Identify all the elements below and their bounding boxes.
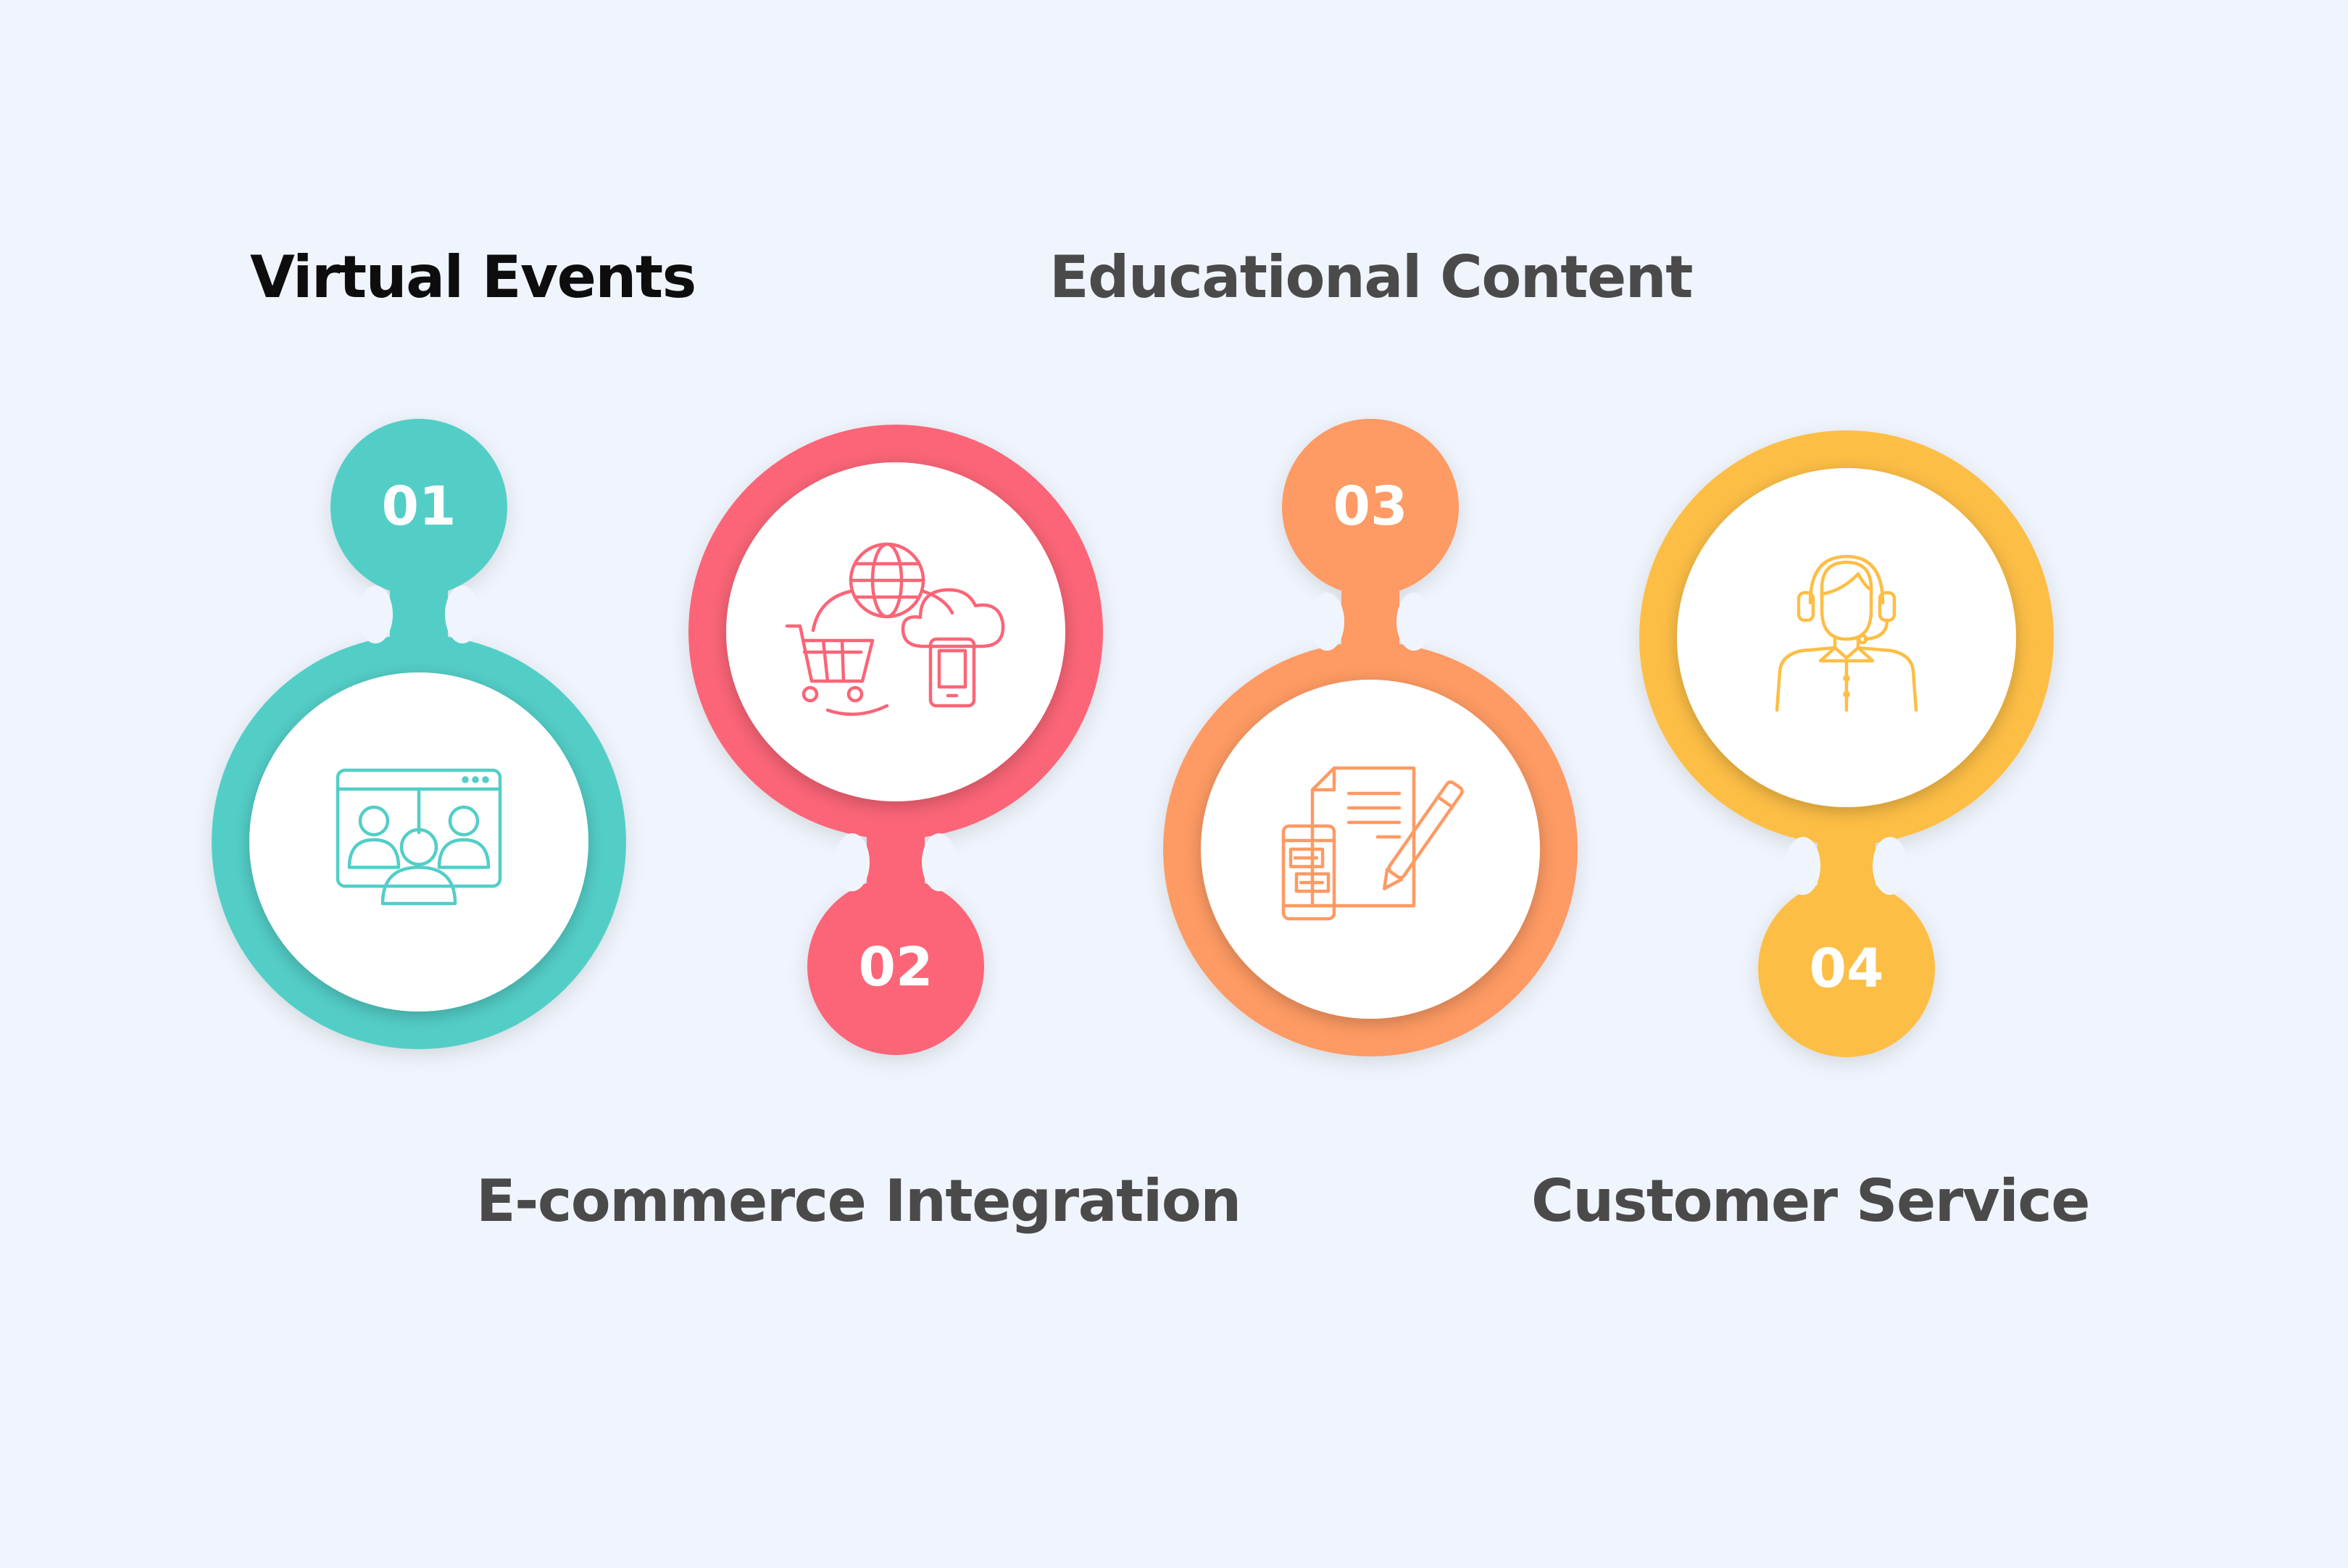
documents-pen-icon	[1281, 766, 1464, 921]
step-2-number: 02	[859, 936, 933, 998]
step-2-neck-notch-left	[835, 833, 870, 891]
step-4-neck-notch-left	[1786, 837, 1820, 895]
step-3-title: Educational Content	[1049, 243, 1693, 311]
step-1-title: Virtual Events	[250, 243, 696, 311]
step-2: 02	[688, 425, 1103, 1055]
step-1-inner-circle	[249, 672, 588, 1012]
step-2-neck-notch-right	[922, 833, 957, 891]
step-3-neck-notch-right	[1396, 593, 1431, 651]
step-3-neck-notch-left	[1310, 593, 1344, 651]
step-4-neck-notch-right	[1873, 837, 1907, 895]
step-1-neck-notch-right	[445, 585, 480, 643]
step-2-title: E-commerce Integration	[476, 1167, 1241, 1235]
step-4-title: Customer Service	[1531, 1167, 2090, 1235]
step-1-number: 01	[382, 475, 457, 538]
step-2-inner-circle	[726, 462, 1065, 801]
step-3-number: 03	[1333, 475, 1408, 538]
step-3: 03	[1163, 419, 1578, 1056]
step-3-inner-circle	[1201, 680, 1540, 1019]
step-1: 01	[212, 419, 626, 1049]
step-1-neck-notch-left	[358, 585, 393, 643]
step-4: 04	[1639, 430, 2054, 1057]
video-conference-icon	[336, 768, 502, 906]
headset-agent-icon	[1775, 554, 1918, 712]
step-4-number: 04	[1810, 938, 1884, 1000]
ecommerce-cycle-icon	[785, 542, 1005, 717]
